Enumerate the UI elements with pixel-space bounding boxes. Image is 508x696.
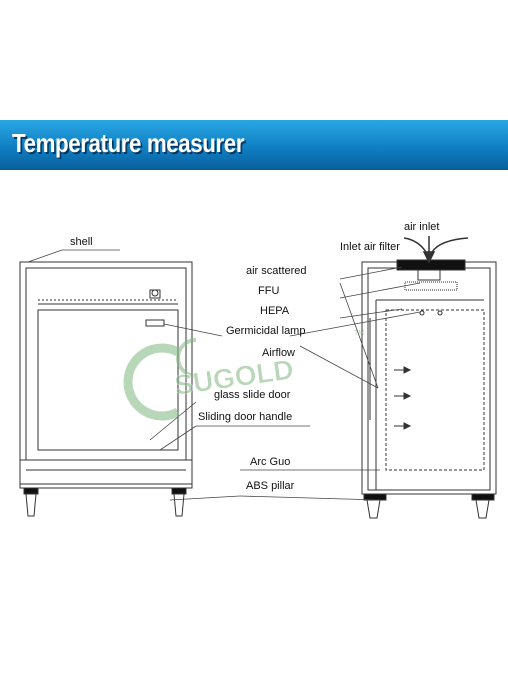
banner-title: Temperature measurer [12,128,245,158]
label-arc-guo: Arc Guo [250,456,290,468]
label-abs-pillar: ABS pillar [246,480,295,492]
label-sliding-door-handle: Sliding door handle [198,411,292,423]
side-cabinet-shell [361,261,497,495]
sliding-door-handle [145,319,165,327]
air-inlet-arrows [403,236,469,264]
front-view-cabinet [19,261,193,517]
title-banner: Temperature measurer [0,120,508,170]
label-glass-slide-door: glass slide door [214,389,291,401]
label-germicidal-lamp: Germicidal lamp [226,325,305,337]
ffu-unit [396,259,466,271]
label-air-scattered: air scattered [246,265,307,277]
label-air-inlet: air inlet [404,221,439,233]
airflow-arrows [394,366,412,430]
side-view-cabinet [361,259,497,519]
glass-slide-door [37,309,179,451]
label-airflow: Airflow [262,347,295,359]
label-shell: shell [70,236,93,248]
cabinet-outer-shell [19,261,193,485]
hepa-filter [404,281,458,291]
watermark-logo-arc [123,343,181,421]
label-hepa: HEPA [260,305,290,317]
leader-lines [27,249,421,501]
label-ffu: FFU [258,285,279,297]
label-inlet-air-filter: Inlet air filter [340,241,400,253]
watermark-trademark: TM [354,330,364,337]
sugold-watermark: SUGOLD TM [123,330,364,421]
